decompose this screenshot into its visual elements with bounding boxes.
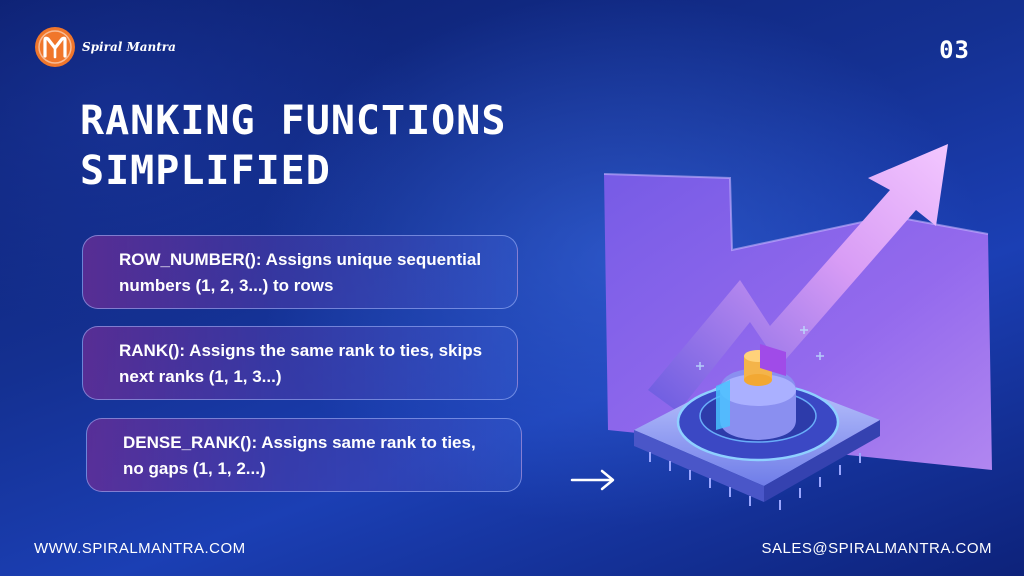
card-text: ROW_NUMBER(): Assigns unique sequential … — [119, 250, 482, 295]
page-title: RANKING FUNCTIONS SIMPLIFIED — [80, 98, 507, 194]
website-link[interactable]: WWW.SPIRALMANTRA.COM — [34, 540, 246, 557]
brand-logo[interactable]: Spiral Mantra — [34, 26, 176, 68]
card-text: DENSE_RANK(): Assigns same rank to ties,… — [123, 433, 476, 478]
info-card-row-number: ROW_NUMBER(): Assigns unique sequential … — [82, 235, 518, 309]
brand-name: Spiral Mantra — [82, 40, 176, 54]
spiral-m-logo-icon — [35, 27, 75, 67]
info-card-rank: RANK(): Assigns the same rank to ties, s… — [82, 326, 518, 400]
email-link[interactable]: SALES@SPIRALMANTRA.COM — [761, 540, 992, 557]
page-number: 03 — [939, 36, 970, 64]
card-text: RANK(): Assigns the same rank to ties, s… — [119, 341, 483, 386]
info-card-dense-rank: DENSE_RANK(): Assigns same rank to ties,… — [86, 418, 522, 492]
arrow-right-icon[interactable] — [568, 466, 618, 494]
growth-chart-chip-illustration — [603, 144, 992, 510]
